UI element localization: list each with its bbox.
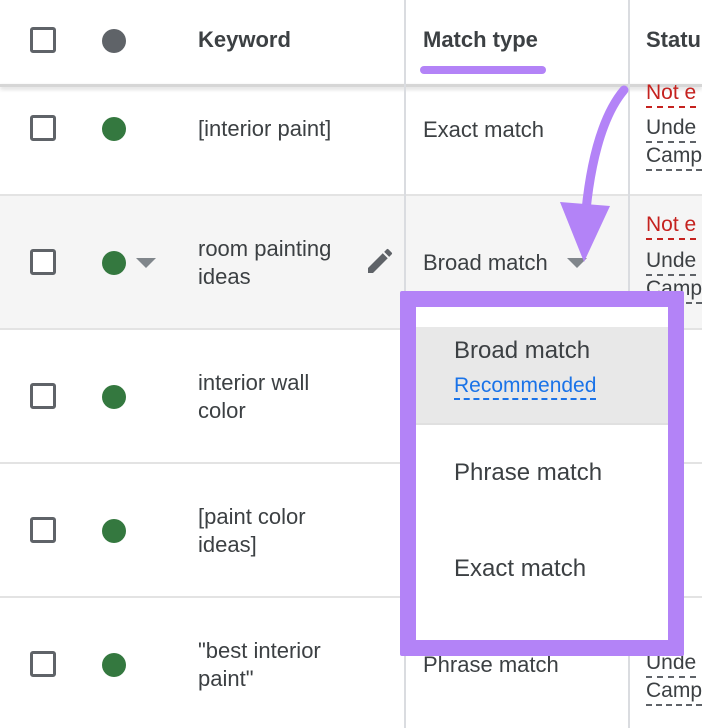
row-divider: [0, 462, 702, 464]
match-type-caret-icon[interactable]: [567, 258, 587, 268]
table-row: "best interior paint" Phrase match e Und…: [0, 598, 702, 728]
table-header-row: Keyword Match type Statu: [0, 0, 702, 84]
option-label: Broad match: [454, 337, 591, 364]
match-type-value[interactable]: Broad match: [423, 250, 548, 275]
dropdown-option-exact-match[interactable]: Exact match: [416, 521, 668, 617]
recommended-link[interactable]: Recommended: [454, 374, 597, 400]
keyword-text[interactable]: [paint color ideas]: [198, 504, 306, 557]
status-not-eligible[interactable]: Not e: [646, 80, 697, 108]
option-label: Exact match: [454, 555, 587, 582]
status-column-header[interactable]: Statu: [646, 27, 701, 52]
keyword-column-header[interactable]: Keyword: [198, 27, 291, 52]
dropdown-option-broad-match[interactable]: Broad match Recommended: [416, 327, 668, 423]
row-divider: [0, 328, 702, 330]
match-type-column-header[interactable]: Match type: [423, 27, 538, 52]
table-row: [interior paint] Exact match Not e Unde …: [0, 81, 702, 194]
status-enabled-icon: [102, 653, 126, 677]
status-enabled-icon: [102, 117, 126, 141]
keyword-text[interactable]: interior wall color: [198, 370, 310, 423]
status-enabled-icon: [102, 251, 126, 275]
row-divider: [0, 596, 702, 598]
status-enabled-icon: [102, 385, 126, 409]
row-checkbox[interactable]: [30, 651, 56, 677]
status-detail-2[interactable]: Camp: [646, 678, 702, 706]
status-enabled-icon: [102, 519, 126, 543]
header-divider: [0, 84, 702, 87]
status-dropdown-caret-icon[interactable]: [136, 258, 156, 268]
keyword-text[interactable]: [interior paint]: [198, 116, 332, 141]
status-detail[interactable]: Unde: [646, 650, 697, 678]
keyword-text[interactable]: room painting ideas: [198, 236, 332, 289]
keyword-text[interactable]: "best interior paint": [198, 638, 321, 691]
arrow-icon: [560, 85, 629, 262]
row-checkbox[interactable]: [30, 115, 56, 141]
sorted-column-indicator: [420, 66, 546, 74]
status-detail[interactable]: Unde: [646, 248, 697, 276]
status-column-icon: [102, 29, 126, 53]
match-type-value[interactable]: Phrase match: [423, 652, 559, 677]
row-checkbox[interactable]: [30, 249, 56, 275]
dropdown-divider: [416, 423, 668, 425]
match-type-value[interactable]: Exact match: [423, 117, 545, 142]
row-checkbox[interactable]: [30, 517, 56, 543]
row-checkbox[interactable]: [30, 383, 56, 409]
pencil-icon[interactable]: [364, 245, 396, 277]
status-detail-2[interactable]: Camp: [646, 143, 702, 171]
row-divider: [0, 194, 702, 196]
select-all-checkbox[interactable]: [30, 27, 56, 53]
dropdown-option-phrase-match[interactable]: Phrase match: [416, 425, 668, 521]
match-type-dropdown: Broad match Recommended Phrase match Exa…: [416, 307, 668, 640]
table-row: [paint color ideas] e de mp: [0, 464, 702, 596]
option-label: Phrase match: [454, 459, 603, 486]
status-not-eligible[interactable]: Not e: [646, 212, 697, 240]
status-detail[interactable]: Unde: [646, 115, 697, 143]
